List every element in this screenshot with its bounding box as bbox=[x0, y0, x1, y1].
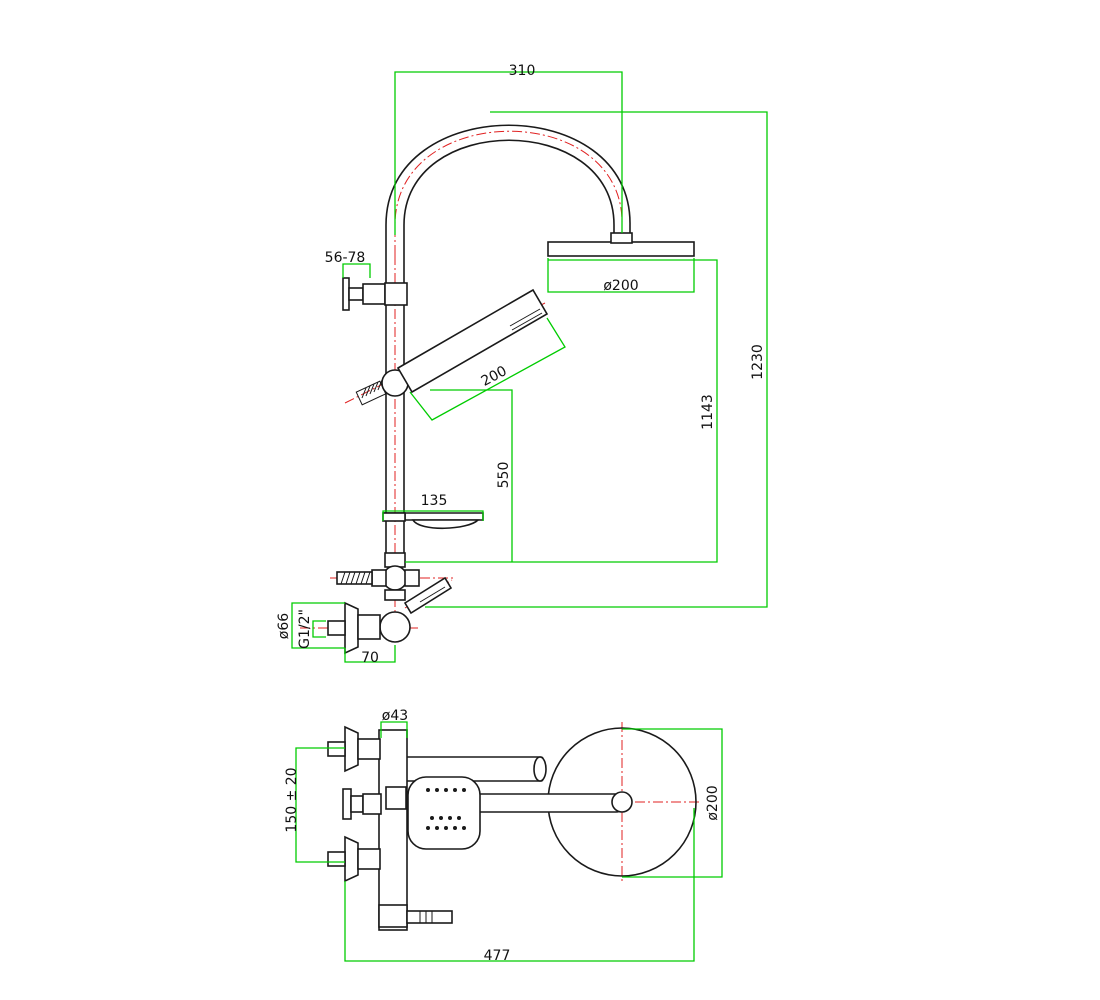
dim-soap-dish-width: 135 bbox=[421, 493, 448, 509]
riser-top bbox=[378, 729, 408, 931]
dim-mixer-depth: 70 bbox=[361, 650, 379, 666]
dim-wall-distance: 56-78 bbox=[325, 250, 366, 266]
wall-bracket-upper bbox=[342, 277, 408, 311]
dim-overall-depth: 477 bbox=[484, 948, 511, 964]
dim-riser-diameter: ø43 bbox=[382, 708, 408, 724]
dim-head-diameter-side: ø200 bbox=[603, 278, 638, 294]
soap-dish-top bbox=[407, 776, 481, 850]
mixer-body bbox=[327, 552, 453, 655]
dimension-labels: 310 1230 1143 ø200 56-78 200 550 135 ø66… bbox=[276, 63, 766, 964]
side-view bbox=[327, 124, 695, 655]
valve-lower bbox=[327, 835, 381, 883]
top-view-dimensions bbox=[295, 721, 723, 962]
dim-arm-reach: 310 bbox=[509, 63, 536, 79]
center-lines bbox=[300, 130, 623, 640]
hose-coil-upper bbox=[355, 379, 387, 406]
dim-inlet-spacing: 150 ± 20 bbox=[284, 767, 300, 832]
lever-top bbox=[378, 904, 453, 928]
valve-middle bbox=[342, 788, 382, 820]
dim-total-height: 1230 bbox=[750, 344, 766, 380]
soap-dish bbox=[382, 512, 484, 530]
dim-head-height: 1143 bbox=[700, 394, 716, 430]
dim-head-diameter-top: ø200 bbox=[705, 785, 721, 820]
side-view-dimensions bbox=[291, 71, 768, 663]
shower-arm bbox=[385, 124, 631, 255]
hand-shower bbox=[396, 288, 549, 394]
dim-connection-thread: G1/2" bbox=[297, 609, 313, 649]
dim-slide-height: 550 bbox=[496, 462, 512, 489]
valve-upper bbox=[327, 725, 381, 773]
dim-flange-diameter: ø66 bbox=[276, 613, 292, 639]
top-view bbox=[327, 725, 697, 931]
shower-head bbox=[547, 241, 695, 257]
shower-head-connector bbox=[610, 232, 633, 244]
